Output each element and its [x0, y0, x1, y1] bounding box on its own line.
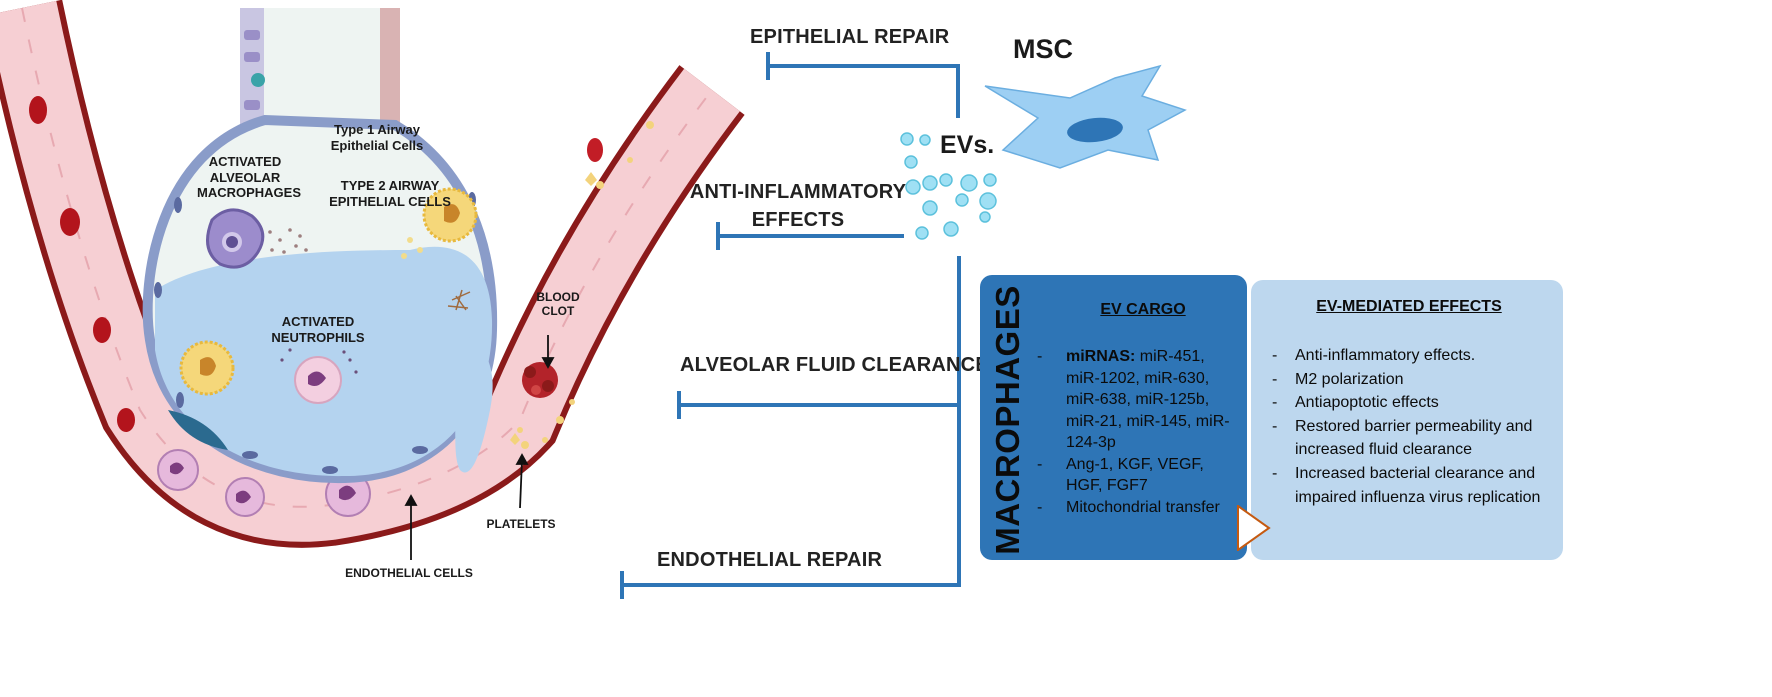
- cargo-to-effects-arrow-icon: [1237, 505, 1271, 551]
- ev-bubbles: [900, 132, 997, 240]
- msc-label: MSC: [1013, 34, 1073, 64]
- label-type1-epithelial-cells: Type 1 Airway Epithelial Cells: [330, 122, 424, 153]
- label-blood-clot: BLOOD CLOT: [536, 290, 580, 319]
- mirnas-values: miR-451, miR-1202, miR-630, miR-638, miR…: [1066, 348, 1230, 451]
- airway: [240, 8, 400, 158]
- effects-connector-lines: [620, 52, 961, 599]
- alveolus: [142, 114, 498, 484]
- msc-cell-shape: [984, 64, 1187, 169]
- anti-inflammatory-label: ANTI-INFLAMMATORY EFFECTS: [689, 181, 907, 231]
- ev-cargo-title: EV CARGO: [1100, 301, 1186, 318]
- label-platelets: PLATELETS: [486, 517, 556, 531]
- ev-cargo-item-mirnas: miRNAS: miR-451, miR-1202, miR-630, miR-…: [1036, 346, 1236, 454]
- ev-mediated-effects-title: EV-MEDIATED EFFECTS: [1316, 298, 1502, 315]
- effect-item: M2 polarization: [1272, 368, 1562, 392]
- macrophages-label: MACROPHAGES: [989, 285, 1026, 555]
- epithelial-repair-label: EPITHELIAL REPAIR: [750, 26, 950, 48]
- label-activated-alveolar-macrophages: ACTIVATED ALVEOLAR MACROPHAGES: [197, 154, 302, 201]
- label-activated-neutrophils: ACTIVATED NEUTROPHILS: [271, 314, 365, 345]
- ev-mediated-effects-list: Anti-inflammatory effects. M2 polarizati…: [1272, 344, 1562, 509]
- ev-cargo-item-growth-factors: Ang-1, KGF, VEGF, HGF, FGF7: [1036, 454, 1236, 497]
- label-endothelial-cells: ENDOTHELIAL CELLS: [345, 566, 473, 580]
- effect-item: Antiapoptotic effects: [1272, 391, 1562, 415]
- ev-cargo-item-mitochondrial: Mitochondrial transfer: [1036, 497, 1236, 519]
- alveolar-fluid-clearance-label: ALVEOLAR FLUID CLEARANCE: [680, 354, 989, 376]
- mirnas-label: miRNAS:: [1066, 348, 1136, 365]
- endothelial-repair-label: ENDOTHELIAL REPAIR: [657, 549, 883, 571]
- evs-label: EVs.: [940, 131, 995, 159]
- ev-cargo-list: miRNAS: miR-451, miR-1202, miR-630, miR-…: [1036, 346, 1236, 518]
- effect-item: Increased bacterial clearance and impair…: [1272, 462, 1562, 509]
- effect-item: Restored barrier permeability and increa…: [1272, 415, 1562, 462]
- label-type2-epithelial-cells: TYPE 2 AIRWAY EPITHELIAL CELLS: [329, 178, 451, 209]
- capillary-vessel: [0, 0, 745, 548]
- effect-item: Anti-inflammatory effects.: [1272, 344, 1562, 368]
